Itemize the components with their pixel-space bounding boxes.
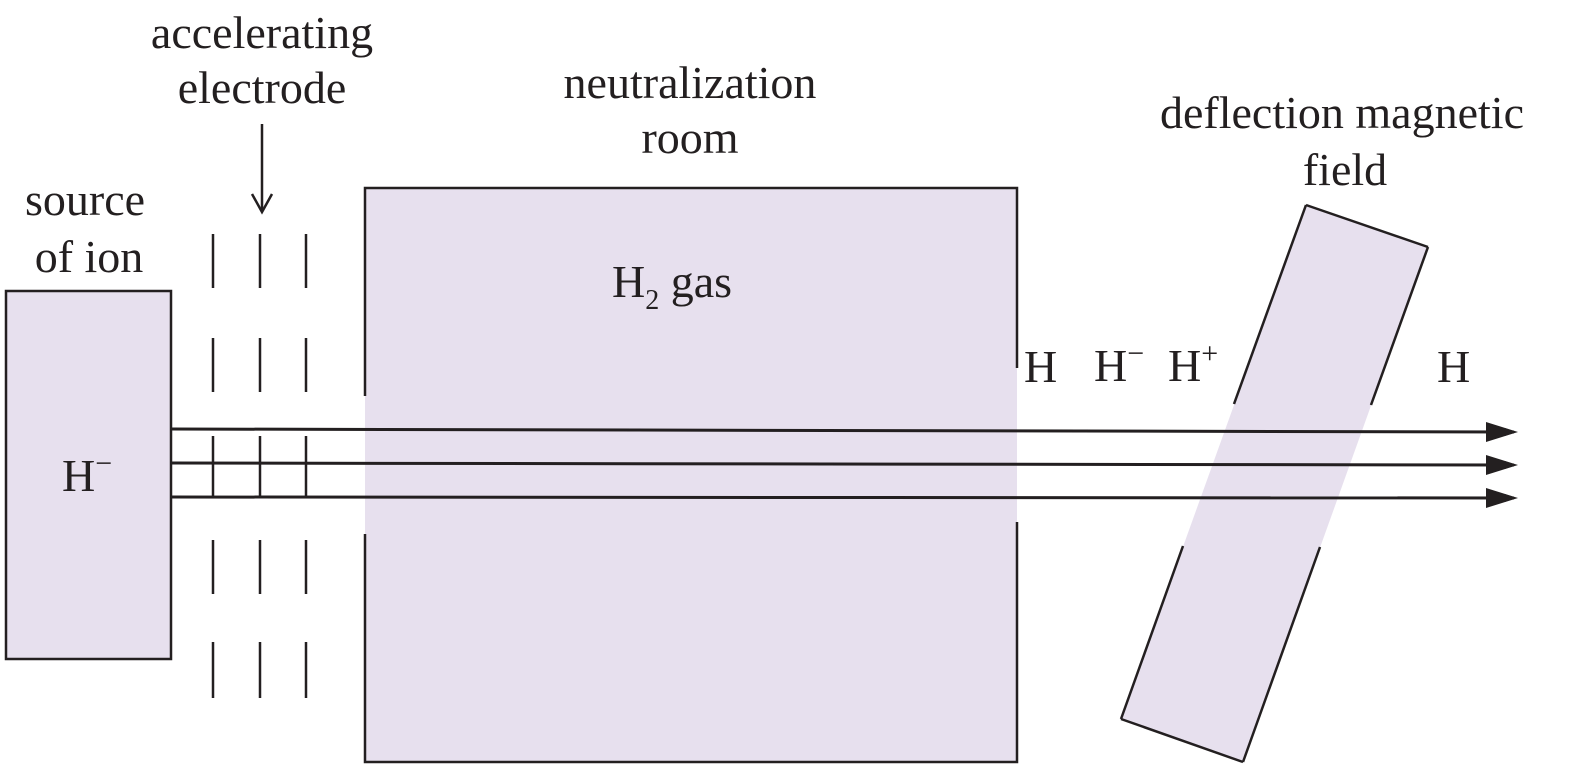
neutralization-room-box — [363, 186, 1019, 764]
label-source-ion: H− — [62, 447, 112, 501]
beam-hplus-base: H — [1168, 340, 1201, 391]
label-neutralization: neutralization — [564, 57, 817, 108]
beam-hminus-superscript: − — [1127, 337, 1144, 370]
label-deflection-magnetic: deflection magnetic — [1160, 87, 1524, 138]
arrowhead-bottom — [1486, 488, 1518, 508]
label-electrode: electrode — [178, 62, 347, 113]
label-accelerating: accelerating — [151, 7, 373, 58]
beam-bottom — [170, 493, 1515, 502]
source-ion-base: H — [62, 450, 95, 501]
deflection-field-box — [1119, 203, 1430, 764]
accelerating-electrode-plates — [211, 234, 308, 698]
beam-lines — [170, 422, 1518, 508]
label-beam-h-left: H — [1024, 341, 1057, 392]
label-beam-hminus: H− — [1094, 337, 1144, 391]
source-ion-superscript: − — [95, 447, 112, 480]
label-field: field — [1303, 144, 1387, 195]
label-source: source — [25, 174, 145, 225]
electrode-pointer-arrow — [250, 124, 274, 215]
h2-gas-rest: gas — [659, 256, 732, 307]
label-of-ion: of ion — [35, 231, 144, 282]
ion-source-box — [4, 289, 173, 661]
label-h2-gas: H2 gas — [612, 256, 732, 316]
label-beam-h-right: H — [1437, 341, 1470, 392]
beam-middle — [170, 460, 1515, 469]
beam-hplus-superscript: + — [1201, 337, 1218, 370]
arrowhead-top — [1486, 422, 1518, 442]
beam-hminus-base: H — [1094, 340, 1127, 391]
arrowhead-middle — [1486, 455, 1518, 475]
label-electrode-text: electrode — [178, 62, 347, 113]
h2-gas-base: H — [612, 256, 645, 307]
h2-gas-subscript: 2 — [645, 285, 659, 316]
label-room: room — [641, 112, 738, 163]
label-beam-hplus: H+ — [1168, 337, 1218, 391]
beam-top — [170, 427, 1515, 436]
